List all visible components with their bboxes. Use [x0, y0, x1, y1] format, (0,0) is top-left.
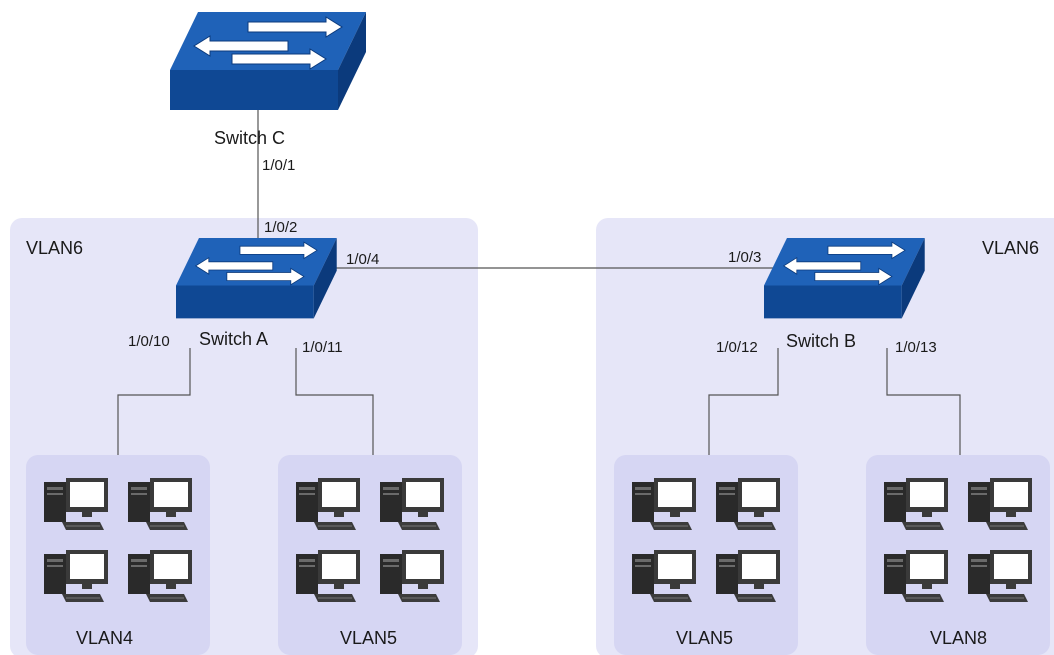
port-label-b-left: 1/0/3 [728, 249, 761, 266]
zone-label-right: VLAN6 [982, 238, 1039, 258]
pc-group-label-1: VLAN4 [76, 628, 133, 648]
port-label-a-right-down: 1/0/11 [302, 339, 343, 356]
switch-c-label: Switch C [214, 128, 285, 148]
switch-b-icon [763, 237, 926, 319]
switch-a-icon [175, 237, 338, 319]
port-label-a-left-down: 1/0/10 [128, 333, 170, 350]
link-b-vlan5 [708, 348, 779, 455]
port-label-a-up: 1/0/2 [264, 219, 297, 236]
link-a-vlan5 [295, 348, 374, 455]
port-label-c-down: 1/0/1 [262, 157, 295, 174]
port-label-a-right: 1/0/4 [346, 251, 379, 268]
pc-group-label-2: VLAN5 [340, 628, 397, 648]
switch-a-label: Switch A [199, 329, 268, 349]
link-a-vlan4 [117, 348, 191, 455]
pc-group-label-3: VLAN5 [676, 628, 733, 648]
switch-c-icon [169, 11, 367, 111]
pc-group-label-4: VLAN8 [930, 628, 987, 648]
switch-b-label: Switch B [786, 331, 856, 351]
port-label-b-right-down: 1/0/13 [895, 339, 937, 356]
link-b-vlan8 [886, 348, 961, 455]
port-label-b-left-down: 1/0/12 [716, 339, 758, 356]
zone-label-left: VLAN6 [26, 238, 83, 258]
